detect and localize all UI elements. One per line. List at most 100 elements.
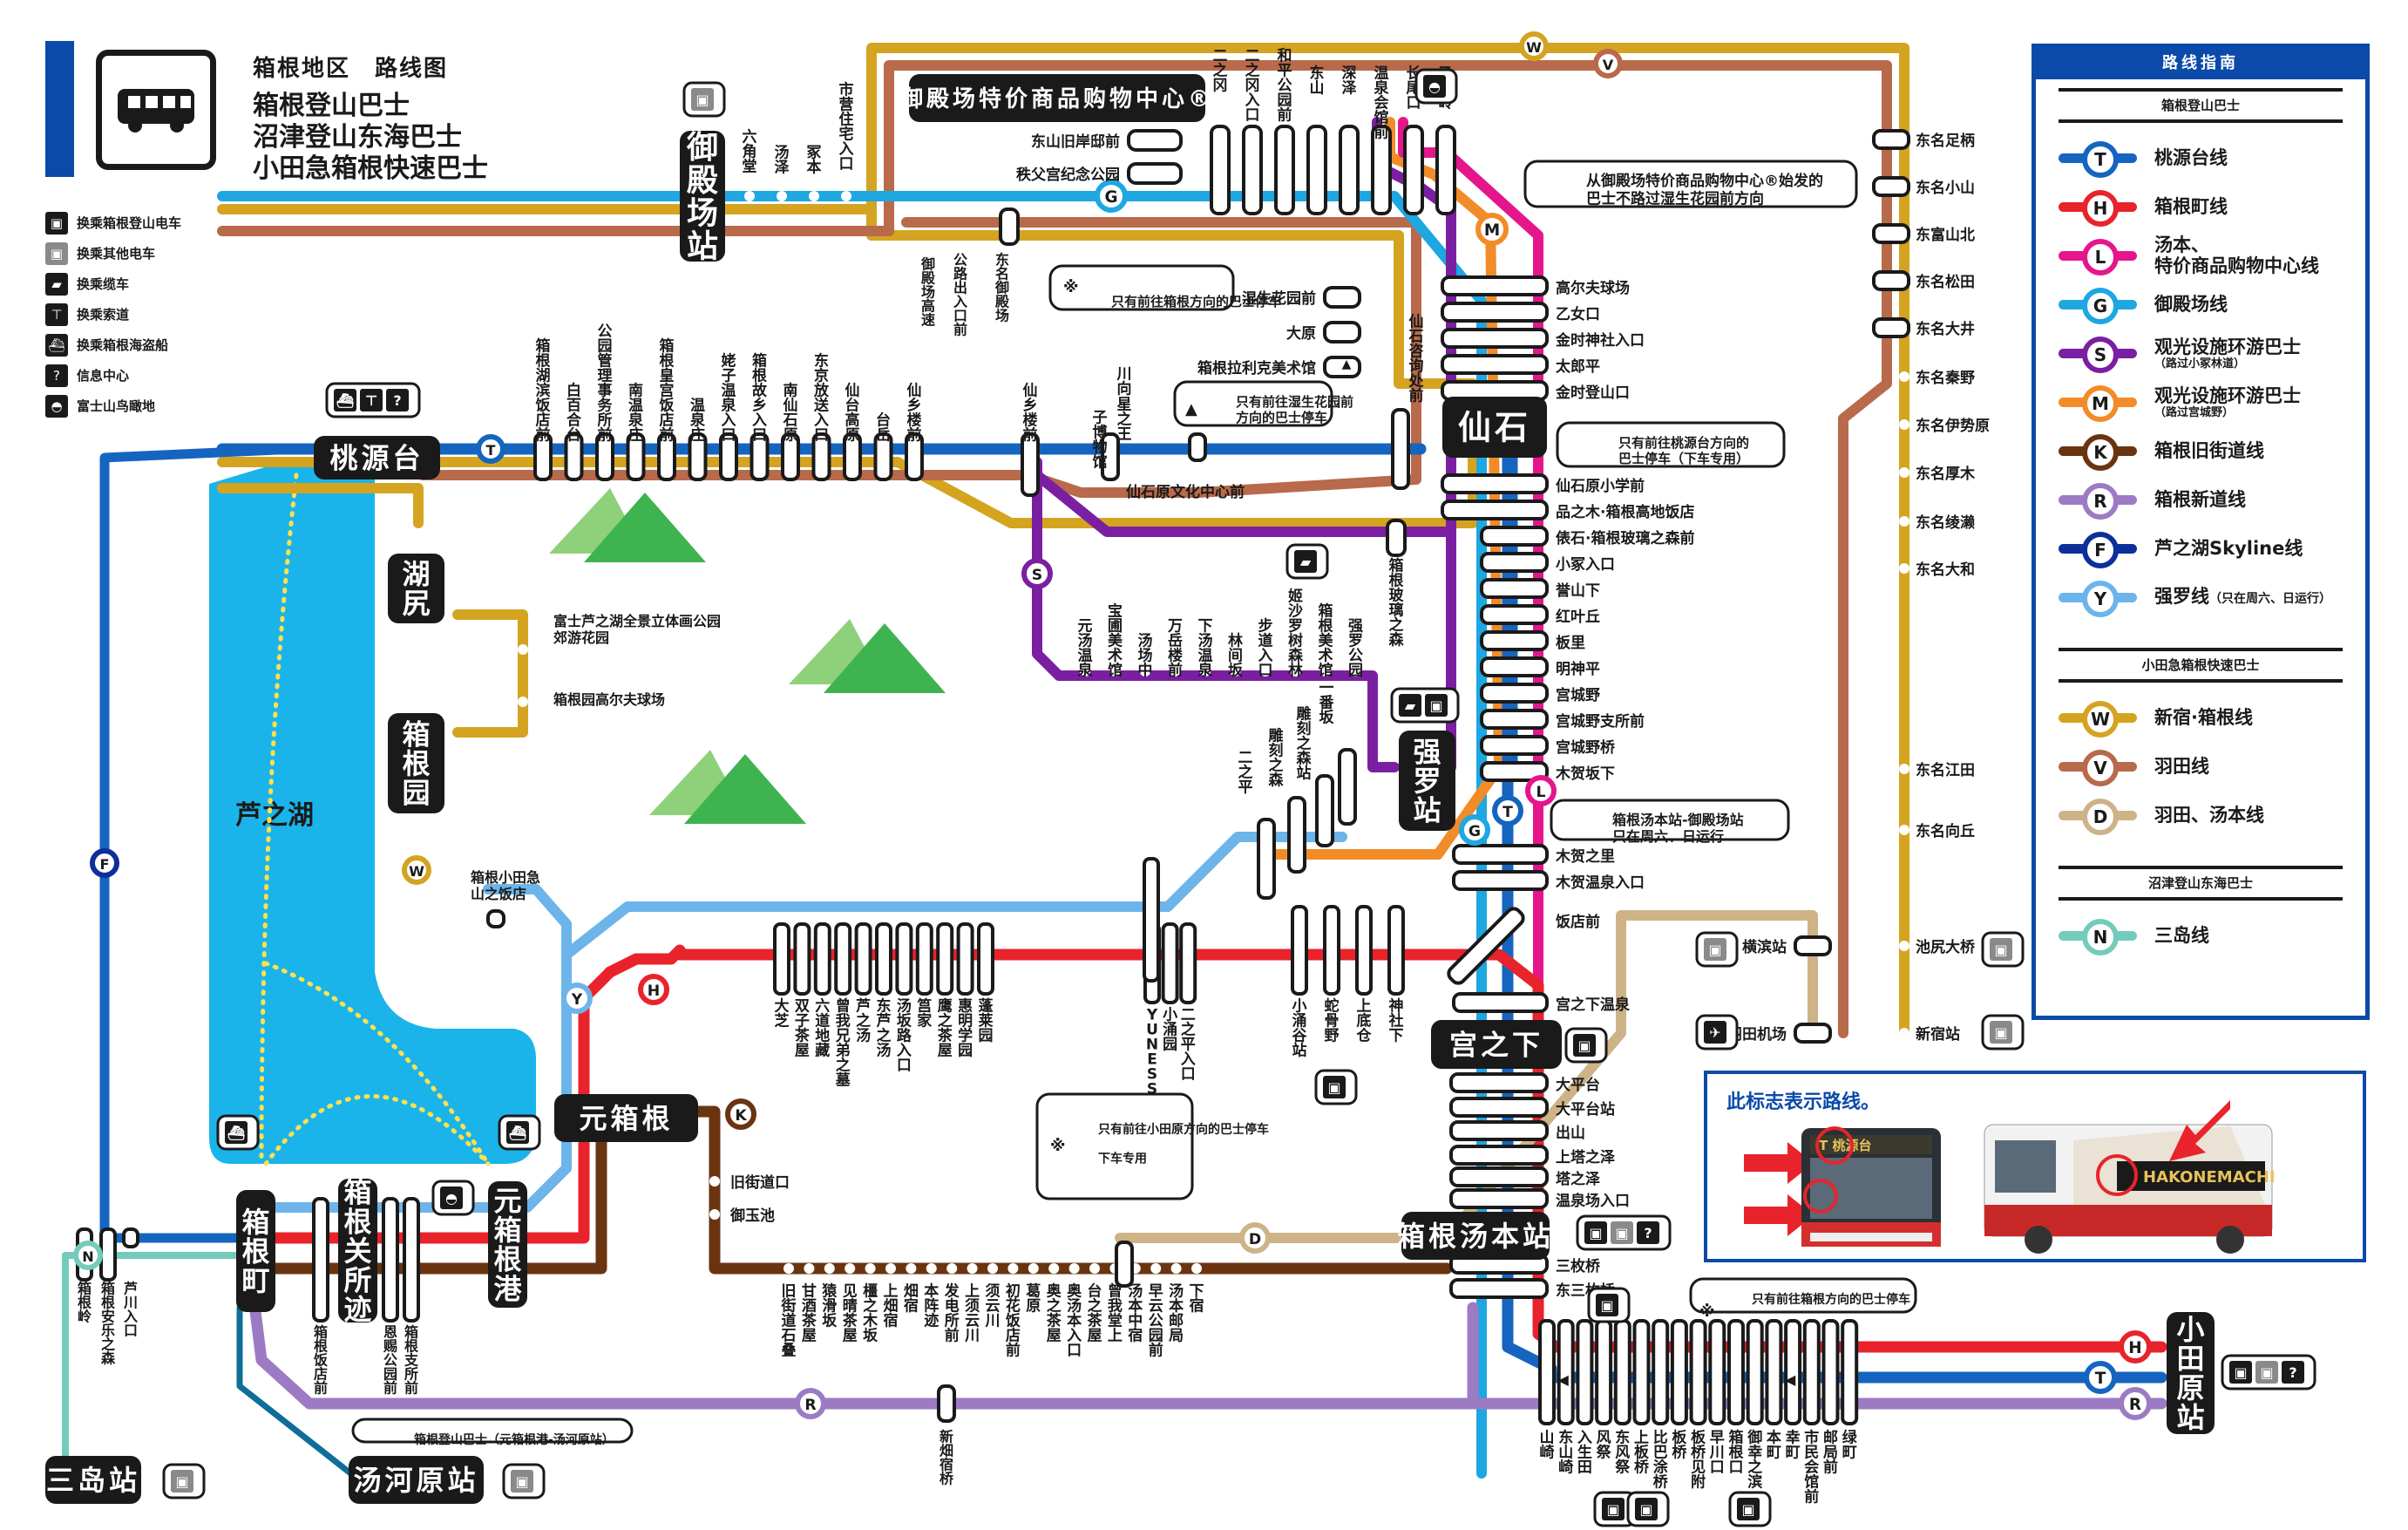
hakone-tozan-train-icon [1635, 1498, 1658, 1520]
svg-text:谷: 谷 [1292, 1027, 1308, 1044]
lake-ashinoko [209, 458, 536, 1164]
svg-text:间: 间 [1228, 646, 1243, 664]
svg-text:前: 前 [945, 1326, 960, 1344]
svg-text:畑: 畑 [884, 1297, 899, 1315]
stop-marker [1872, 270, 1910, 291]
svg-text:新宿站: 新宿站 [1916, 1025, 1960, 1044]
svg-text:坂: 坂 [863, 1327, 878, 1344]
stop-marker [1101, 432, 1120, 481]
svg-text:塔之泽: 塔之泽 [1556, 1170, 1600, 1188]
svg-text:川: 川 [123, 1295, 138, 1311]
svg-text:入: 入 [839, 140, 854, 158]
svg-text:圃: 圃 [1108, 617, 1123, 635]
stop-marker [1821, 1319, 1840, 1425]
svg-text:乙女口: 乙女口 [1556, 305, 1600, 323]
triangle-icon: ▲ [1185, 400, 1197, 418]
svg-text:二: 二 [1181, 1006, 1196, 1023]
svg-text:之: 之 [1238, 763, 1253, 781]
svg-text:箱根拉利克美术馆: 箱根拉利克美术馆 [1197, 359, 1316, 377]
stop-marker [122, 1227, 139, 1248]
svg-text:局: 局 [1169, 1327, 1184, 1344]
svg-text:楼: 楼 [907, 411, 922, 429]
route-name: 羽田、汤本线 [2154, 805, 2264, 826]
stop-marker [1872, 317, 1910, 338]
svg-text:口: 口 [1067, 1342, 1082, 1359]
pirate-ship-icon [225, 1121, 248, 1144]
station-label: 俵石·箱根玻璃之森前 [1555, 529, 1694, 547]
stop-marker [1452, 844, 1549, 865]
svg-text:品之木·箱根高地饭店: 品之木·箱根高地饭店 [1556, 503, 1694, 521]
route-code: N [2082, 919, 2119, 955]
svg-text:岳: 岳 [1168, 632, 1183, 649]
stop-marker [1242, 125, 1263, 215]
svg-text:林: 林 [1228, 631, 1243, 649]
svg-text:皇: 皇 [660, 366, 675, 384]
route-badge-W: W [402, 855, 431, 885]
svg-text:F: F [100, 856, 110, 873]
arrow-icon [1744, 1194, 1814, 1236]
transfer-icons: ◓ [1414, 68, 1458, 105]
icon-legend-item: ⊤换乘索道 [45, 299, 181, 330]
bus-front-photo: T 桃源台 [1801, 1126, 1941, 1247]
svg-text:会: 会 [1804, 1458, 1819, 1476]
svg-text:南: 南 [783, 381, 798, 399]
icon-legend-item: ◓富士山鸟瞰地 [45, 391, 181, 421]
stop-marker [1161, 922, 1179, 1004]
station-label: 幸町 [1786, 1428, 1801, 1461]
station-label: 蛇骨野 [1325, 996, 1340, 1044]
stop-dot [885, 1263, 896, 1274]
stop-marker [1632, 1319, 1651, 1425]
stop-marker [1449, 1278, 1549, 1299]
svg-text:T: T [1502, 804, 1513, 821]
svg-text:金时登山口: 金时登山口 [1555, 384, 1630, 402]
svg-text:入: 入 [1245, 92, 1260, 109]
stop-marker [1315, 774, 1334, 847]
icon-legend-label: 换乘索道 [77, 307, 130, 323]
svg-text:G: G [1104, 188, 1117, 207]
svg-text:富士芦之湖全景立体画公园: 富士芦之湖全景立体画公园 [553, 613, 721, 629]
svg-text:根: 根 [536, 351, 551, 370]
svg-text:横滨站: 横滨站 [1742, 938, 1787, 956]
transfer-icons: ▣ [682, 81, 726, 118]
transfer-icons: ▣ [1564, 1027, 1608, 1064]
stop-marker [1441, 354, 1549, 375]
svg-text:上塔之泽: 上塔之泽 [1556, 1148, 1615, 1166]
svg-text:橿: 橿 [863, 1282, 878, 1300]
svg-text:路: 路 [953, 266, 968, 282]
svg-text:骨: 骨 [1325, 1012, 1340, 1030]
svg-text:沙: 沙 [1288, 602, 1303, 620]
callouts-layer: ⛴⊤?▣◓▰▣▰▣▣▣?▣▣?▣▣▣▣▣▣▣⛴⛴◓▣✈▣▣从御殿场特价商品购物中… [162, 68, 2316, 1527]
svg-text:港: 港 [493, 1272, 522, 1305]
stop-marker [1323, 905, 1340, 996]
route-badge-N: N [73, 1241, 103, 1270]
svg-text:G: G [1469, 823, 1481, 840]
station-label: 上板桥 [1634, 1429, 1650, 1476]
svg-text:饭: 饭 [535, 396, 551, 414]
svg-text:上: 上 [965, 1282, 980, 1300]
svg-text:Y: Y [1146, 1006, 1158, 1023]
svg-text:墓: 墓 [835, 1071, 851, 1089]
route-name: 新宿·箱根线 [2154, 707, 2253, 728]
svg-text:口: 口 [839, 155, 854, 173]
svg-text:仙: 仙 [1023, 381, 1038, 399]
svg-text:仙石: 仙石 [1458, 409, 1531, 447]
station-label: 下宿 [1190, 1282, 1204, 1315]
icon-legend-label: 信息中心 [77, 368, 130, 384]
route-name: 箱根旧街道线 [2154, 440, 2264, 461]
route-name: 桃源台线 [2154, 147, 2228, 168]
svg-text:入: 入 [1258, 647, 1273, 664]
svg-text:本: 本 [924, 1282, 939, 1300]
stop-dot [709, 1176, 720, 1187]
bus-photos: T 桃源台 HAKONEMACHI [1744, 1100, 2276, 1254]
stop-marker [1291, 905, 1308, 996]
svg-text:强: 强 [1413, 735, 1441, 768]
stop-dot [926, 1263, 937, 1274]
svg-text:高: 高 [845, 411, 860, 429]
svg-text:根: 根 [1729, 1443, 1744, 1461]
